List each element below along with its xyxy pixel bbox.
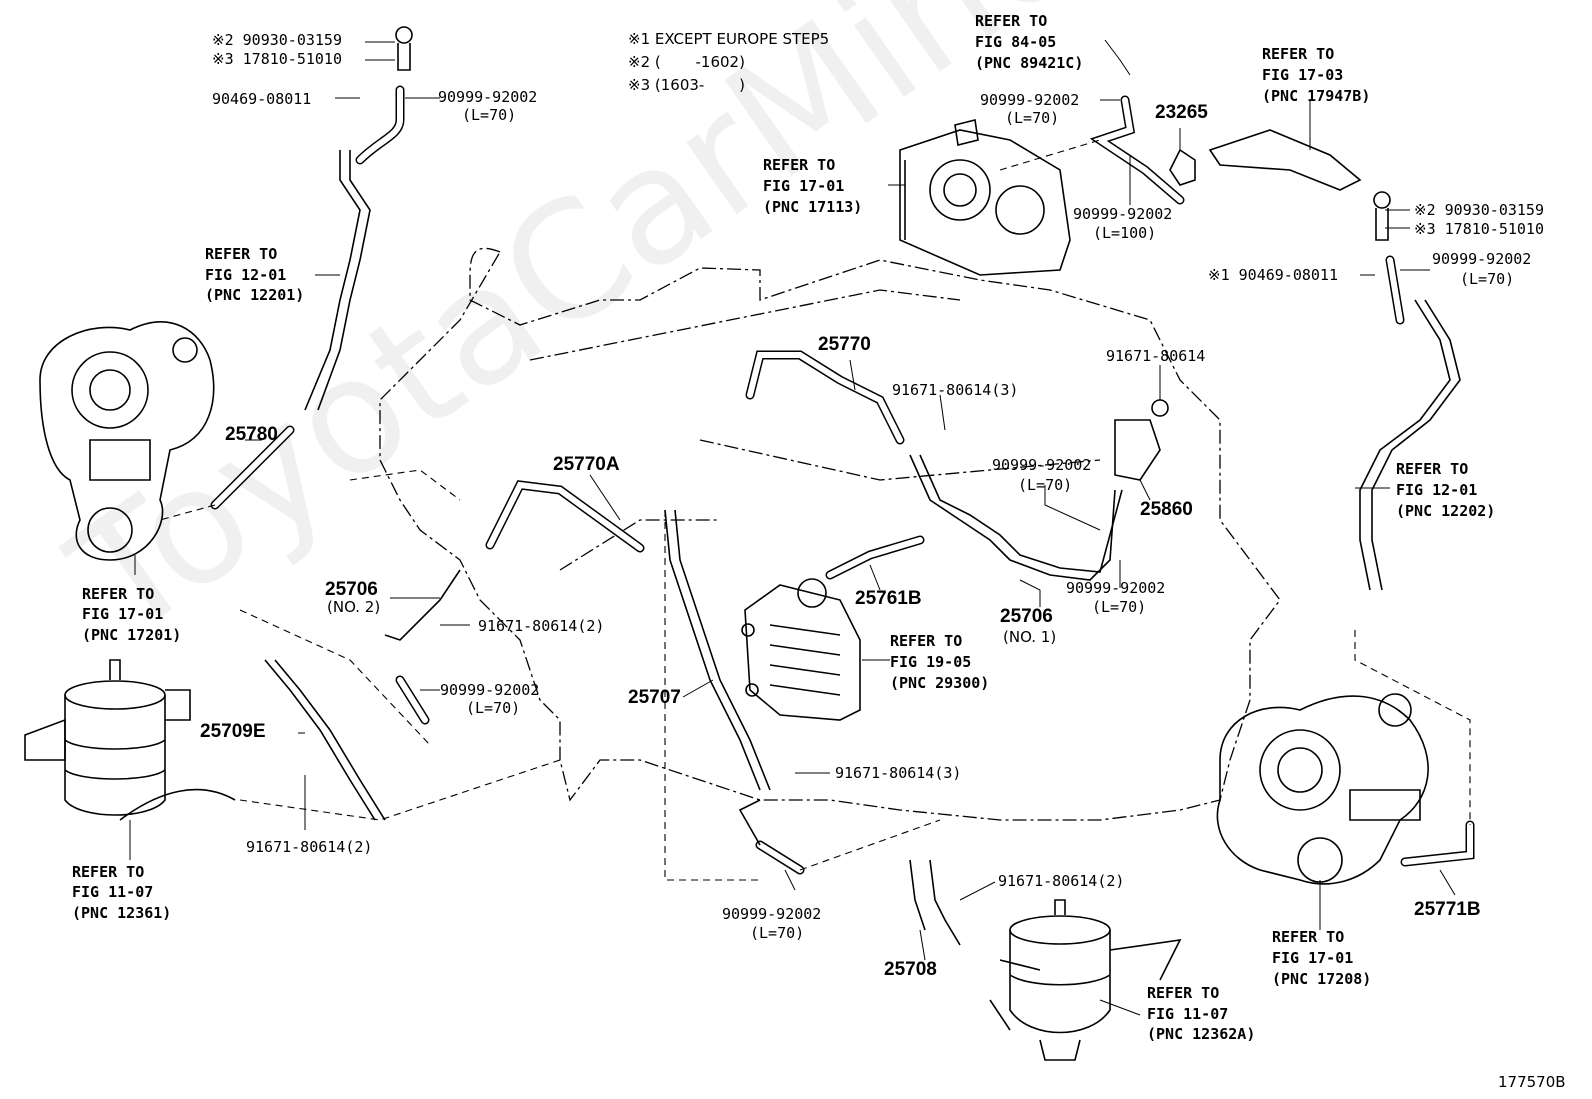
ref-84-05-a: REFER TO: [975, 12, 1048, 30]
ref-17-03-c: (PNC 17947B): [1262, 87, 1371, 105]
part-25706-no2[interactable]: 25706: [325, 579, 378, 600]
label-hose-right-len: (L=70): [1460, 270, 1515, 288]
ref-17-01-right-c: (PNC 17208): [1272, 970, 1372, 988]
connection-lines: [159, 139, 1471, 881]
part-25860[interactable]: 25860: [1140, 499, 1193, 520]
ref-17-01-left-a: REFER TO: [82, 585, 155, 603]
throttle-body: [899, 119, 1071, 276]
ref-17-01-center-a: REFER TO: [763, 156, 836, 174]
ref-11-07-left-c: (PNC 12361): [72, 904, 172, 922]
part-25770[interactable]: 25770: [818, 334, 871, 355]
label-clip-right[interactable]: ※1 90469-08011: [1208, 266, 1338, 284]
engine-block-outline: [379, 247, 1281, 821]
label-hose-vsv-len: (L=70): [1018, 476, 1073, 494]
ref-17-01-left-c: (PNC 17201): [82, 626, 182, 644]
label-bolt-25770[interactable]: 91671-80614(3): [892, 381, 1019, 399]
part-25771b[interactable]: 25771B: [1414, 899, 1481, 920]
figure-id: 177570B: [1498, 1073, 1566, 1091]
label-sensor-a-left[interactable]: ※2 90930-03159: [212, 31, 342, 49]
part-23265[interactable]: 23265: [1155, 102, 1208, 123]
label-bolt-vsv[interactable]: 91671-80614: [1106, 347, 1206, 365]
label-hose-vsv[interactable]: 90999-92002: [992, 456, 1092, 474]
ref-17-01-right-a: REFER TO: [1272, 928, 1345, 946]
label-hose-bottom-len: (L=70): [750, 924, 805, 942]
vacuum-hoses: [210, 26, 1475, 946]
engine-mount-left: [24, 659, 236, 821]
ref-12-01-right-b[interactable]: FIG 12-01: [1396, 481, 1478, 499]
label-hose-mid-left-len: (L=70): [466, 699, 521, 717]
ref-11-07-right-b[interactable]: FIG 11-07: [1147, 1005, 1229, 1023]
label-hose-vsv-2-len: (L=70): [1092, 598, 1147, 616]
ref-17-03-a: REFER TO: [1262, 45, 1335, 63]
note-3: ※3 (1603- ): [628, 76, 745, 94]
label-sensor-a-right[interactable]: ※2 90930-03159: [1414, 201, 1544, 219]
leader-lines: [129, 39, 1456, 1016]
label-hose-right[interactable]: 90999-92002: [1432, 250, 1532, 268]
part-25761b[interactable]: 25761B: [855, 588, 922, 609]
label-hose-bottom[interactable]: 90999-92002: [722, 905, 822, 923]
ref-12-01-right-a: REFER TO: [1396, 460, 1469, 478]
label-hose-top-center-len: (L=70): [1005, 109, 1060, 127]
ref-11-07-left-a: REFER TO: [72, 863, 145, 881]
label-hose-vsv-2[interactable]: 90999-92002: [1066, 579, 1166, 597]
part-25706-no2-sub: (NO. 2): [327, 598, 381, 616]
ref-19-05-a: REFER TO: [890, 632, 963, 650]
label-hose-top-left[interactable]: 90999-92002: [438, 88, 538, 106]
ref-12-01-left-a: REFER TO: [205, 245, 278, 263]
vacuum-pump: [741, 578, 861, 721]
label-bolt-mid-left[interactable]: 91671-80614(2): [478, 617, 605, 635]
part-25709e[interactable]: 25709E: [200, 721, 266, 742]
part-25706-no1-sub: (NO. 1): [1003, 628, 1057, 646]
label-sensor-b-right[interactable]: ※3 17810-51010: [1414, 220, 1544, 238]
ref-19-05-c: (PNC 29300): [890, 674, 990, 692]
label-bolt-bottom-mid[interactable]: 91671-80614(2): [998, 872, 1125, 890]
label-sensor-b-left[interactable]: ※3 17810-51010: [212, 50, 342, 68]
ref-84-05-c: (PNC 89421C): [975, 54, 1084, 72]
part-25780[interactable]: 25780: [225, 424, 278, 445]
label-bolt-25707[interactable]: 91671-80614(3): [835, 764, 962, 782]
turbocharger-left: [39, 321, 215, 561]
turbocharger-right: [1216, 693, 1429, 885]
ref-17-03-b[interactable]: FIG 17-03: [1262, 66, 1344, 84]
label-clip-left[interactable]: 90469-08011: [212, 90, 312, 108]
label-hose-top-center-2[interactable]: 90999-92002: [1073, 205, 1173, 223]
note-1: ※1 EXCEPT EUROPE STEP5: [628, 30, 830, 48]
engine-mount-right: [989, 899, 1182, 1061]
ref-12-01-right-c: (PNC 12202): [1396, 502, 1496, 520]
label-hose-top-left-len: (L=70): [462, 106, 517, 124]
ref-11-07-right-a: REFER TO: [1147, 984, 1220, 1002]
label-hose-top-center[interactable]: 90999-92002: [980, 91, 1080, 109]
part-25770a[interactable]: 25770A: [553, 454, 620, 475]
ref-17-01-right-b[interactable]: FIG 17-01: [1272, 949, 1354, 967]
ref-11-07-left-b[interactable]: FIG 11-07: [72, 883, 154, 901]
part-25707[interactable]: 25707: [628, 687, 681, 708]
ref-12-01-left-c: (PNC 12201): [205, 286, 305, 304]
part-25706-no1[interactable]: 25706: [1000, 606, 1053, 627]
ref-12-01-left-b[interactable]: FIG 12-01: [205, 266, 287, 284]
ref-11-07-right-c: (PNC 12362A): [1147, 1025, 1256, 1043]
label-hose-top-center-2-len: (L=100): [1093, 224, 1157, 242]
ref-84-05-b[interactable]: FIG 84-05: [975, 33, 1057, 51]
label-bolt-low-left[interactable]: 91671-80614(2): [246, 838, 373, 856]
part-25708[interactable]: 25708: [884, 959, 937, 980]
ref-19-05-b[interactable]: FIG 19-05: [890, 653, 972, 671]
ref-17-01-left-b[interactable]: FIG 17-01: [82, 605, 164, 623]
label-hose-mid-left[interactable]: 90999-92002: [440, 681, 540, 699]
ref-17-01-center-b[interactable]: FIG 17-01: [763, 177, 845, 195]
note-2: ※2 ( -1602): [628, 53, 745, 71]
ref-17-01-center-c: (PNC 17113): [763, 198, 863, 216]
